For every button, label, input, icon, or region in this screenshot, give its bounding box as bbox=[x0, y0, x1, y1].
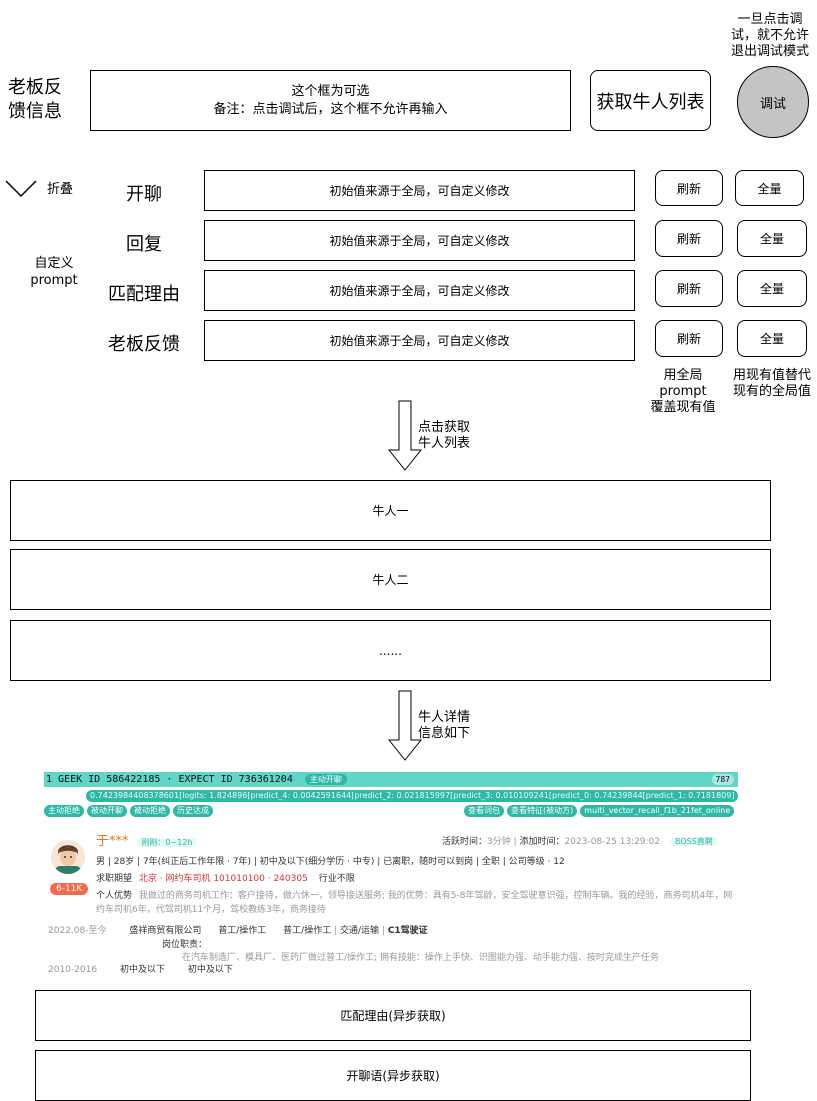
active-time: 3分钟 bbox=[487, 837, 511, 847]
candidate-item-1[interactable]: 牛人一 bbox=[10, 480, 771, 541]
candidate-item-2[interactable]: 牛人二 bbox=[10, 549, 771, 610]
optional-box-line2: 备注：点击调试后，这个框不允许再输入 bbox=[213, 101, 448, 117]
full-button-open-chat[interactable]: 全量 bbox=[735, 170, 804, 206]
add-time-label: 添加时间： bbox=[519, 837, 565, 847]
custom-prompt-label: 自定义 prompt bbox=[30, 256, 78, 288]
prompt-input-match-reason[interactable]: 初始值来源于全局，可自定义修改 bbox=[204, 270, 635, 311]
work-role-2: 普工/操作工 bbox=[283, 926, 332, 936]
edu-2: 初中及以下 bbox=[187, 965, 233, 975]
advantage-label: 个人优势 bbox=[96, 891, 133, 901]
down-arrow-icon bbox=[387, 400, 423, 471]
full-button-reply[interactable]: 全量 bbox=[737, 220, 807, 257]
edu-1: 初中及以下 bbox=[119, 965, 165, 975]
prompt-input-boss-feedback[interactable]: 初始值来源于全局，可自定义修改 bbox=[204, 320, 635, 361]
refresh-button-reply[interactable]: 刷新 bbox=[655, 220, 723, 257]
collapse-label[interactable]: 折叠 bbox=[47, 182, 74, 197]
active-time-label: 活跃时间： bbox=[442, 837, 488, 847]
refresh-button-boss-feedback[interactable]: 刷新 bbox=[655, 320, 723, 357]
prompt-label-open-chat: 开聊 bbox=[126, 184, 162, 205]
candidate-detail-card: 1 GEEK ID 586422185 · EXPECT ID 73636120… bbox=[44, 772, 738, 976]
down-arrow-icon bbox=[387, 690, 423, 761]
fetch-candidates-button[interactable]: 获取牛人列表 bbox=[590, 70, 711, 131]
prompt-label-reply: 回复 bbox=[126, 234, 162, 255]
tag-button[interactable]: 主动拒绝 bbox=[44, 805, 84, 817]
tag-button[interactable]: 历史达成 bbox=[173, 805, 213, 817]
card-header-badge: 787 bbox=[711, 774, 734, 785]
chat-opener-box: 开聊语(异步获取) bbox=[35, 1050, 751, 1101]
arrow2-caption: 牛人详情 信息如下 bbox=[418, 710, 471, 741]
active-tag: 刚刚：0~12h bbox=[137, 838, 197, 847]
collapse-chevron-icon[interactable] bbox=[5, 178, 37, 198]
refresh-note: 用全局prompt 覆盖现有值 bbox=[650, 368, 716, 415]
work-period: 2022.08-至今 bbox=[48, 926, 107, 936]
work-role-1: 普工/操作工 bbox=[218, 926, 267, 936]
debug-note: 一旦点击调试，就不允许退出调试模式 bbox=[730, 12, 809, 59]
prompt-input-open-chat[interactable]: 初始值来源于全局，可自定义修改 bbox=[204, 170, 635, 211]
expect-label: 求职期望 bbox=[96, 874, 133, 884]
full-button-boss-feedback[interactable]: 全量 bbox=[737, 320, 807, 357]
refresh-button-match-reason[interactable]: 刷新 bbox=[655, 270, 723, 307]
optional-box-line1: 这个框为可选 bbox=[291, 83, 370, 99]
card-header-bar: 1 GEEK ID 586422185 · EXPECT ID 73636120… bbox=[44, 772, 738, 787]
logits-bar: 0.7423984408378601[logits: 1.824896[pred… bbox=[86, 790, 738, 802]
work-company: 盛祥商贸有限公司 bbox=[129, 926, 202, 936]
tags-left: 主动拒绝 被动开聊 被动拒绝 历史达成 bbox=[44, 805, 213, 817]
match-reason-box: 匹配理由(异步获取) bbox=[35, 990, 751, 1041]
arrow1-caption: 点击获取 牛人列表 bbox=[418, 420, 471, 451]
refresh-button-open-chat[interactable]: 刷新 bbox=[655, 170, 723, 206]
duty-label: 岗位职责： bbox=[162, 940, 208, 950]
expect-value: 北京 · 网约车司机 101010100 · 240305 bbox=[138, 874, 308, 884]
edu-period: 2010-2016 bbox=[48, 965, 98, 975]
boss-feedback-input[interactable]: 这个框为可选 备注：点击调试后，这个框不允许再输入 bbox=[90, 70, 571, 131]
tags-right: 查看词包 查看特征(被动方) multi_vector_recall_f1b_2… bbox=[464, 805, 735, 817]
tag-button[interactable]: 被动开聊 bbox=[87, 805, 127, 817]
duty-text: 在汽车制造厂、模具厂、医药厂做过普工/操作工; 拥有技能：操作上手快、识图能力强… bbox=[182, 953, 659, 963]
work-industry: 交通/运输 bbox=[339, 926, 380, 936]
add-time: 2023-08-25 13:29:02 bbox=[564, 837, 661, 847]
debug-button[interactable]: 调试 bbox=[737, 66, 809, 138]
expect-industry: 行业不限 bbox=[318, 874, 355, 884]
prompt-label-match-reason: 匹配理由 bbox=[108, 284, 180, 305]
avatar bbox=[51, 840, 85, 874]
prompt-input-reply[interactable]: 初始值来源于全局，可自定义修改 bbox=[204, 220, 635, 261]
basic-info: 男 | 28岁 | 7年(纠正后工作年限 · 7年) | 初中及以下(细分学历 … bbox=[96, 857, 565, 867]
work-license: C1驾驶证 bbox=[387, 926, 428, 936]
tag-button[interactable]: 查看词包 bbox=[464, 805, 504, 817]
section-label: 老板反馈信息 bbox=[8, 77, 62, 122]
candidate-name: 于*** bbox=[96, 834, 129, 849]
boss-tag: BOSS直聘 bbox=[671, 837, 717, 846]
full-button-match-reason[interactable]: 全量 bbox=[737, 270, 807, 307]
advantage-text-2: 约车司机6年，代驾司机11个月，驾校教练3年，商务接待 bbox=[96, 905, 326, 915]
card-header-tag: 主动开聊 bbox=[304, 774, 347, 785]
tag-button[interactable]: multi_vector_recall_f1b_21fet_online bbox=[580, 805, 735, 817]
candidate-item-more[interactable]: ...... bbox=[10, 620, 771, 681]
full-note: 用现有值替代 现有的全局值 bbox=[732, 368, 811, 399]
salary-badge: 6-11K bbox=[50, 883, 89, 895]
tag-button[interactable]: 被动拒绝 bbox=[130, 805, 170, 817]
card-header-ids: 1 GEEK ID 586422185 · EXPECT ID 73636120… bbox=[46, 774, 293, 785]
advantage-text: 我做过的商务司机工作：客户接待，做六休一，领导接送服务; 我的优势：具有5-8年… bbox=[138, 891, 733, 901]
tag-button[interactable]: 查看特征(被动方) bbox=[507, 805, 578, 817]
prompt-label-boss-feedback: 老板反馈 bbox=[108, 334, 180, 355]
